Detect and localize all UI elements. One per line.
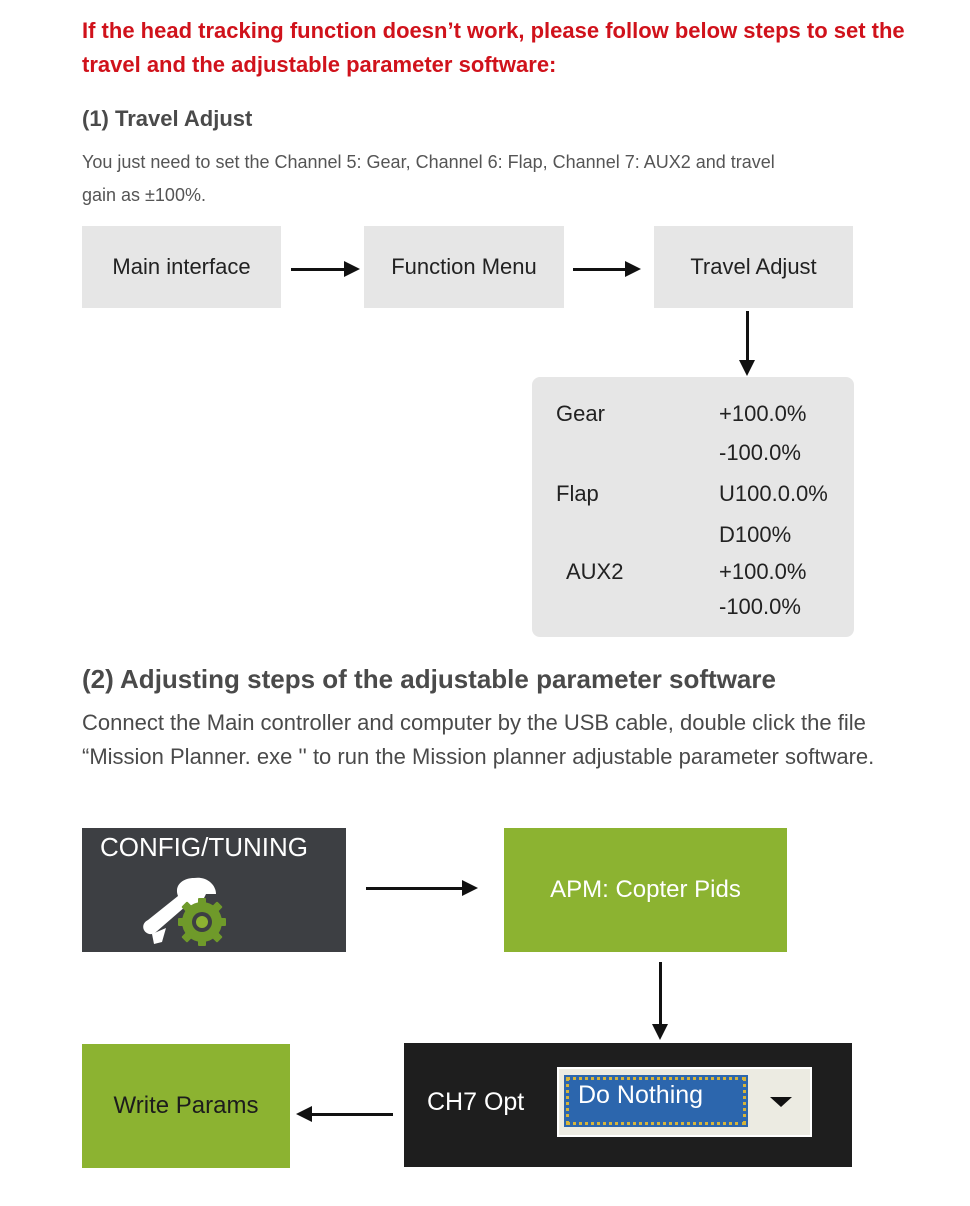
gear-value-down: -100.0% bbox=[719, 440, 801, 465]
ch7-opt-label: CH7 Opt bbox=[427, 1088, 525, 1116]
ch7-opt-selected-value: Do Nothing bbox=[564, 1075, 748, 1127]
aux2-label: AUX2 bbox=[566, 559, 624, 584]
config-tuning-tile[interactable]: CONFIG/TUNING bbox=[82, 828, 346, 952]
aux2-value-up: +100.0% bbox=[719, 559, 807, 584]
config-tuning-label: CONFIG/TUNING bbox=[100, 832, 308, 862]
flap-value-down: D100% bbox=[719, 522, 792, 547]
ch7-opt-dropdown[interactable]: Do Nothing bbox=[557, 1067, 812, 1137]
arrow-left-icon bbox=[296, 1106, 393, 1122]
flap-label: Flap bbox=[556, 481, 599, 506]
arrow-down-icon bbox=[739, 311, 755, 376]
chevron-down-icon[interactable] bbox=[770, 1097, 792, 1107]
arrow-right-icon bbox=[291, 261, 360, 277]
section2-text: Connect the Main controller and computer… bbox=[82, 710, 875, 769]
main-interface-box: Main interface bbox=[82, 226, 281, 308]
warning-text: If the head tracking function doesn’t wo… bbox=[82, 18, 905, 77]
travel-settings-panel: Gear +100.0% -100.0% Flap U100.0.0% D100… bbox=[532, 377, 854, 637]
travel-adjust-box: Travel Adjust bbox=[654, 226, 853, 308]
arrow-right-icon bbox=[573, 261, 641, 277]
section1-text: You just need to set the Channel 5: Gear… bbox=[82, 152, 775, 205]
function-menu-box: Function Menu bbox=[364, 226, 564, 308]
flap-value-up: U100.0.0% bbox=[719, 481, 828, 506]
write-params-button[interactable]: Write Params bbox=[82, 1044, 290, 1168]
section1-title: (1) Travel Adjust bbox=[82, 106, 253, 131]
arrow-right-icon bbox=[366, 880, 478, 896]
gear-label: Gear bbox=[556, 401, 605, 426]
aux2-value-down: -100.0% bbox=[719, 594, 801, 619]
apm-copter-pids-tile[interactable]: APM: Copter Pids bbox=[504, 828, 787, 952]
section2-title: (2) Adjusting steps of the adjustable pa… bbox=[82, 664, 776, 694]
arrow-down-icon bbox=[652, 962, 668, 1040]
wrench-gear-icon bbox=[143, 877, 226, 946]
ch7-opt-panel: CH7 Opt Do Nothing bbox=[404, 1043, 852, 1167]
gear-value-up: +100.0% bbox=[719, 401, 807, 426]
